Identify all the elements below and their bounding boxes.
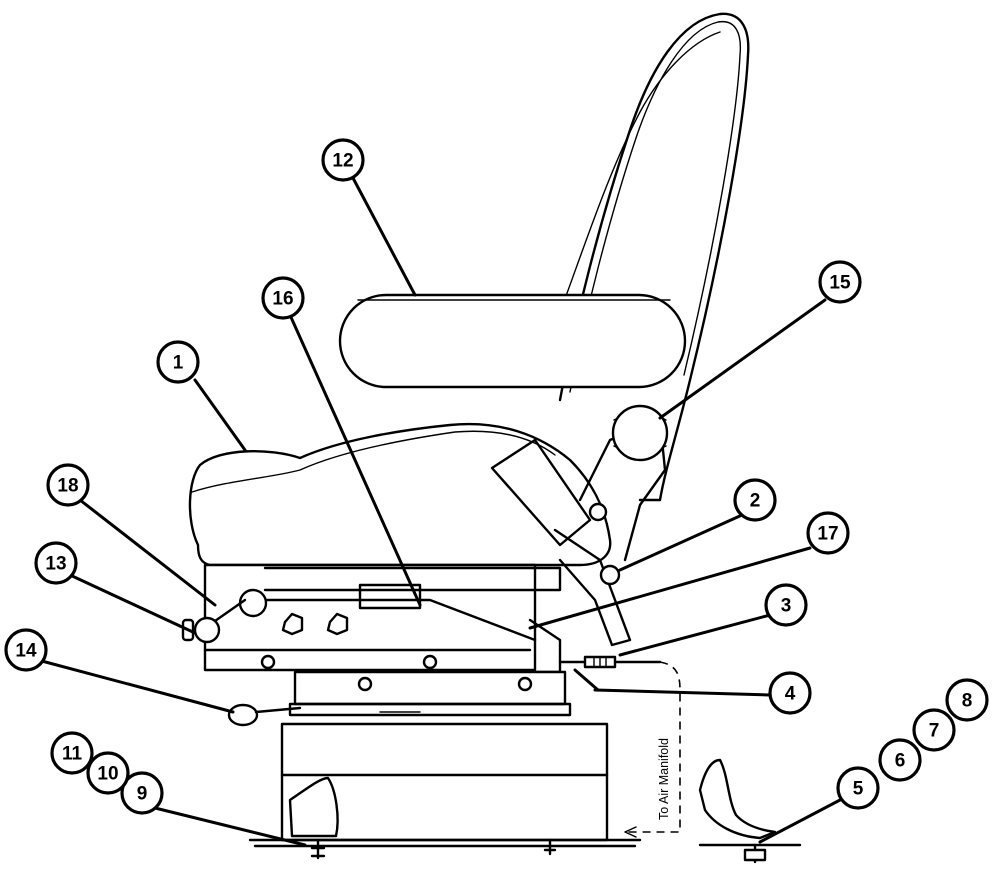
svg-text:4: 4 — [785, 684, 796, 705]
swivel-plate — [288, 670, 572, 717]
svg-text:15: 15 — [829, 273, 851, 294]
suspension-mechanism — [203, 563, 662, 674]
lever-handle — [227, 703, 302, 727]
callout-9: 9 — [120, 771, 164, 815]
callout-8: 8 — [945, 678, 989, 722]
svg-text:3: 3 — [781, 596, 792, 617]
svg-text:9: 9 — [137, 784, 148, 805]
leader-lines — [36, 176, 842, 847]
svg-text:11: 11 — [62, 744, 83, 765]
svg-text:10: 10 — [97, 764, 118, 785]
svg-text:6: 6 — [895, 751, 906, 772]
svg-text:2: 2 — [750, 491, 761, 512]
mounting-detail — [698, 758, 802, 864]
air-manifold-annotation: To Air Manifold — [657, 738, 671, 820]
svg-text:12: 12 — [332, 151, 353, 172]
callouts: 1 2 3 4 5 6 7 8 — [4, 138, 989, 815]
callout-13: 13 — [34, 541, 78, 585]
callout-16: 16 — [261, 276, 305, 320]
callout-15: 15 — [818, 260, 862, 304]
callout-10: 10 — [86, 751, 130, 795]
lumbar-knob — [611, 404, 669, 462]
armrest — [338, 293, 687, 389]
callout-12: 12 — [321, 138, 365, 182]
recline-bracket — [578, 418, 667, 586]
seat-cushion — [188, 422, 632, 647]
riser-base — [248, 722, 642, 860]
callout-7: 7 — [912, 708, 956, 752]
callout-5: 5 — [836, 766, 880, 810]
callout-2: 2 — [733, 478, 777, 522]
svg-text:14: 14 — [15, 641, 37, 662]
svg-text:13: 13 — [45, 554, 66, 575]
svg-text:5: 5 — [853, 779, 864, 800]
air-line: To Air Manifold — [624, 661, 681, 838]
svg-text:18: 18 — [57, 476, 78, 497]
callout-1: 1 — [156, 340, 200, 384]
svg-text:16: 16 — [272, 289, 293, 310]
callout-14: 14 — [4, 628, 48, 672]
backrest — [558, 12, 750, 502]
callout-17: 17 — [806, 511, 850, 555]
callout-11: 11 — [50, 731, 94, 775]
svg-text:7: 7 — [929, 721, 940, 742]
svg-text:17: 17 — [817, 524, 838, 545]
callout-4: 4 — [768, 671, 812, 715]
svg-text:1: 1 — [173, 353, 184, 374]
height-adjust-knob — [181, 588, 268, 644]
callout-18: 18 — [46, 463, 90, 507]
svg-text:8: 8 — [962, 691, 973, 712]
callout-6: 6 — [878, 738, 922, 782]
callout-3: 3 — [764, 583, 808, 627]
